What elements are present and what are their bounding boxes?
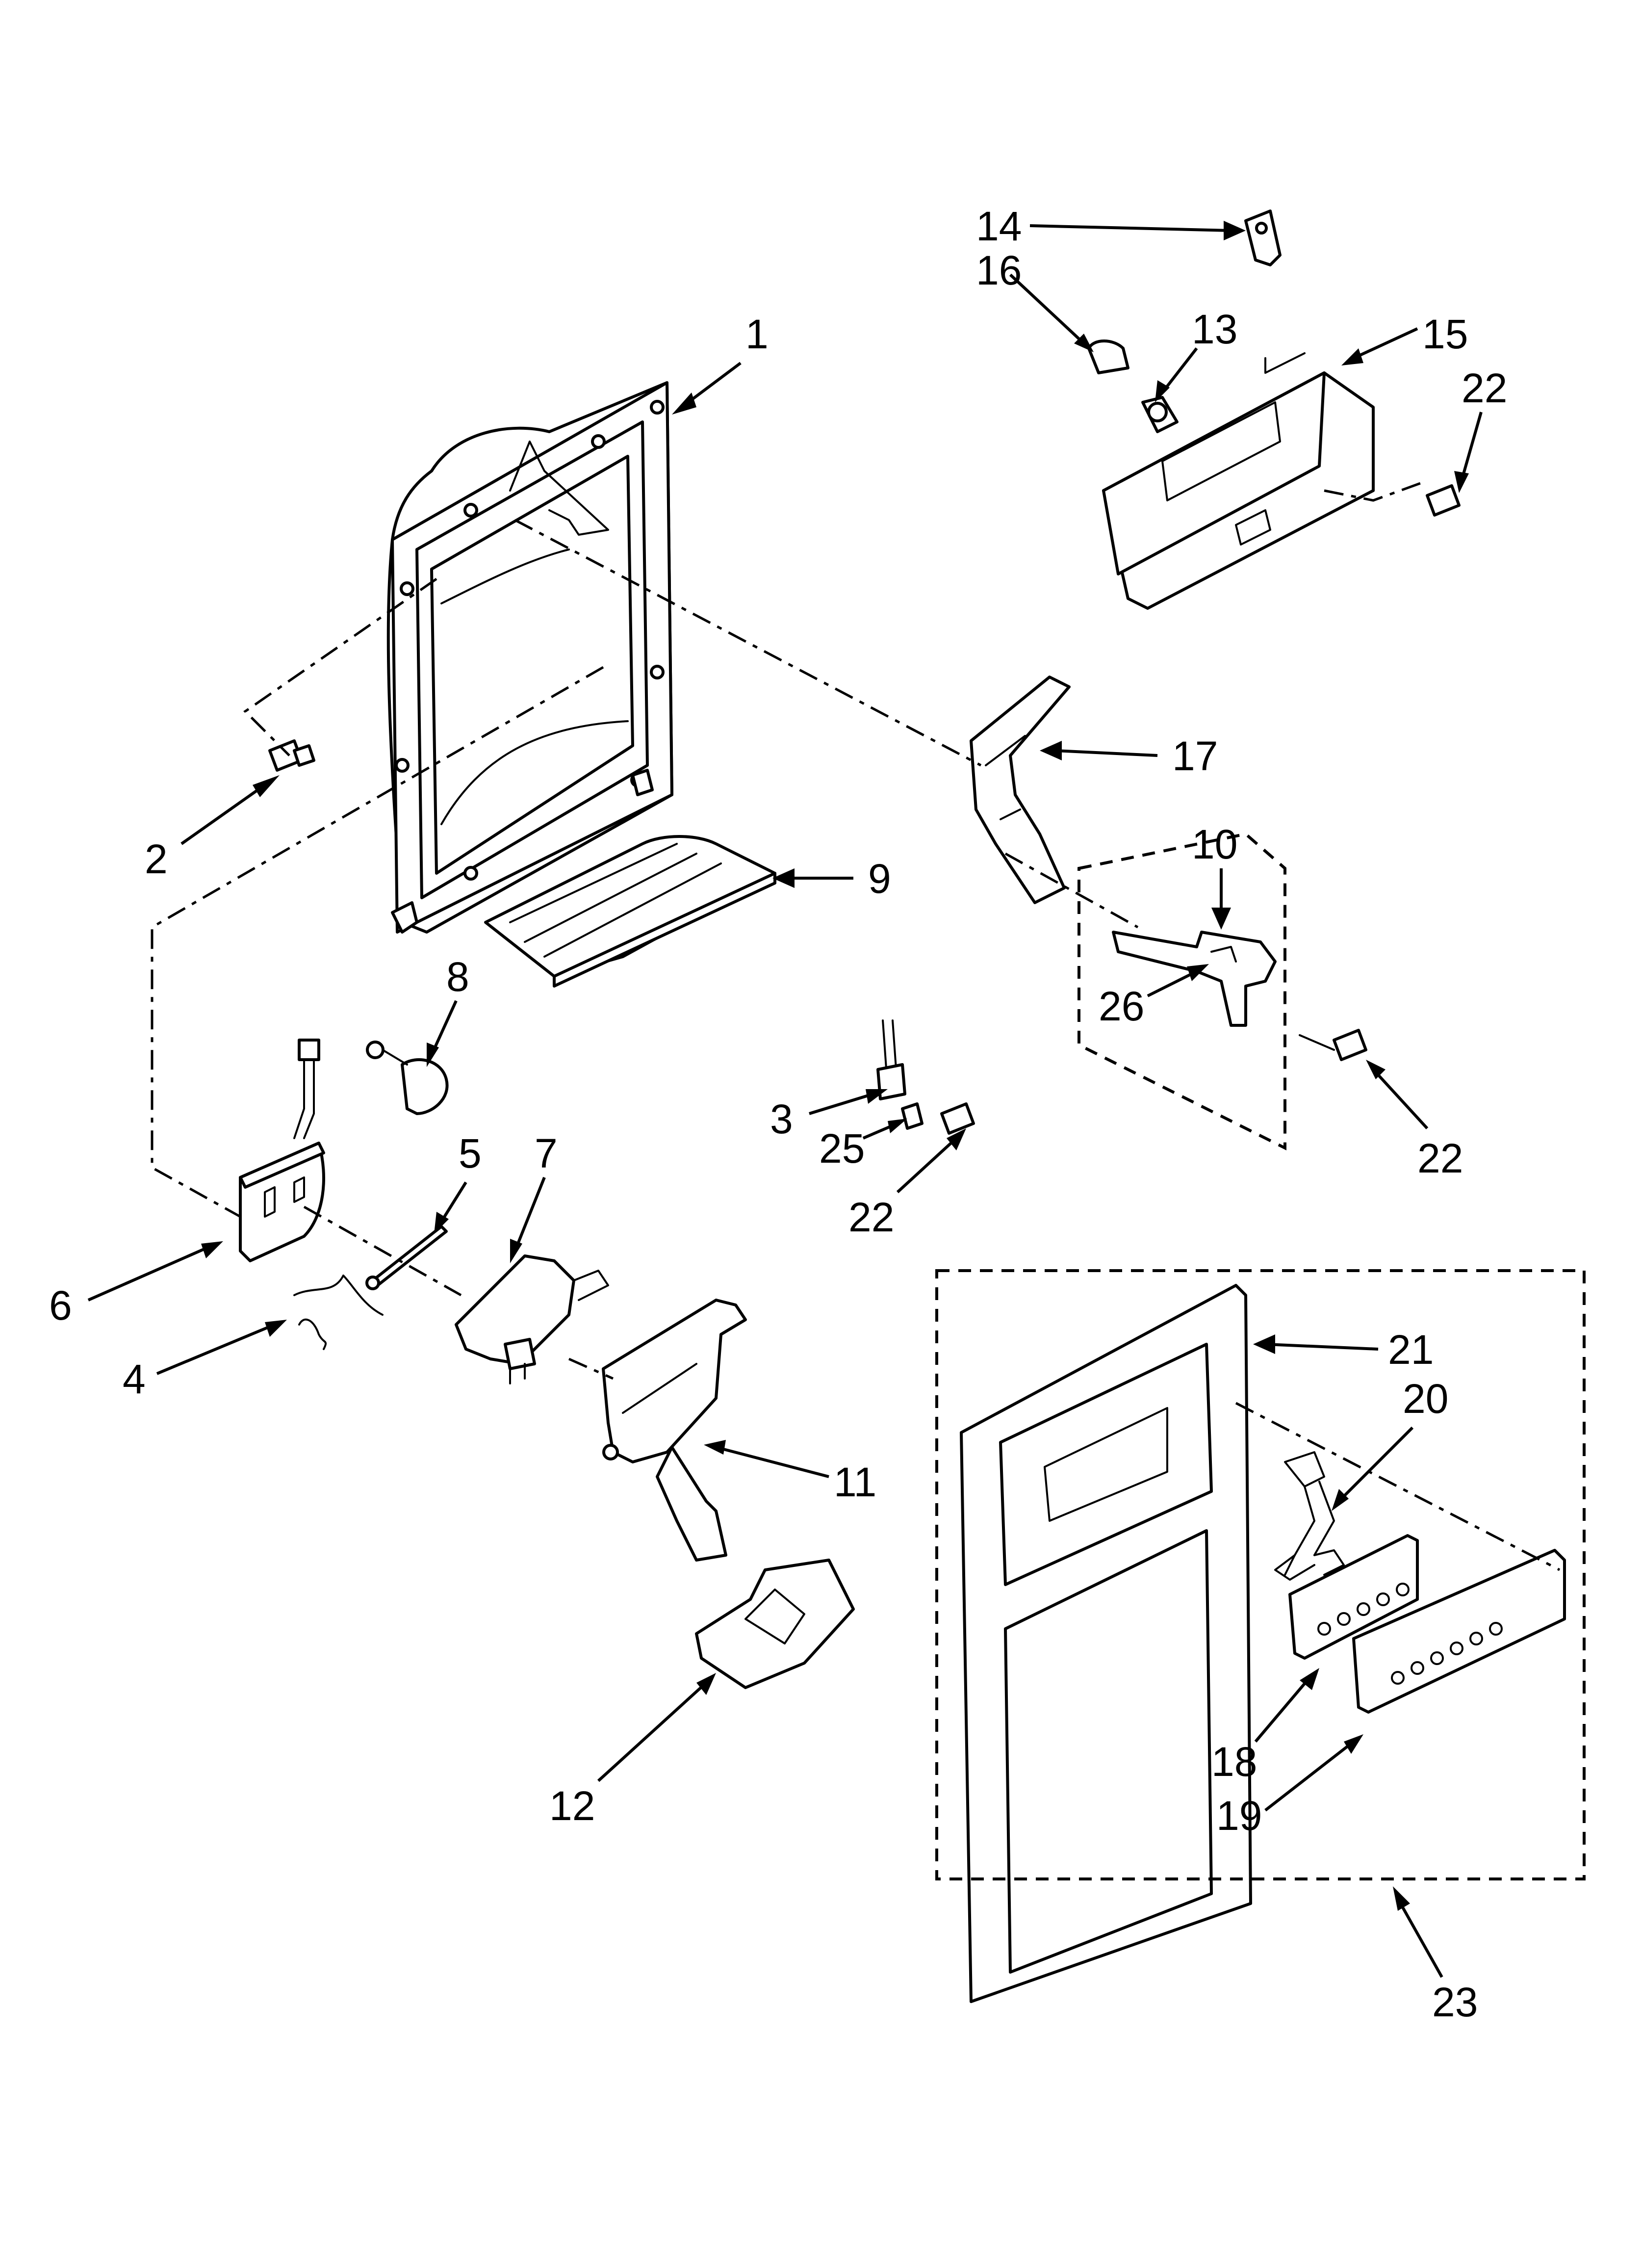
part-20-wire-harness — [1274, 1451, 1345, 1581]
part-18-control-board — [1288, 1534, 1419, 1660]
part-5-pin — [365, 1225, 448, 1290]
callout-23: 23 — [1432, 1979, 1478, 2025]
part-16-bulb — [1087, 339, 1129, 374]
callout-1: 1 — [745, 311, 769, 357]
callout-13: 13 — [1192, 306, 1237, 352]
callout-4: 4 — [123, 1356, 146, 1402]
callout-7: 7 — [535, 1130, 558, 1176]
callout-10: 10 — [1192, 821, 1237, 867]
part-9-drip-tray — [484, 835, 776, 988]
part-13-socket — [1141, 396, 1179, 433]
callout-12: 12 — [549, 1783, 595, 1829]
callout-18: 18 — [1211, 1739, 1257, 1785]
part-21-front-panel — [960, 1284, 1252, 2003]
part-17-actuator — [970, 676, 1071, 904]
part-2-screw — [268, 739, 315, 772]
callout-11: 11 — [834, 1459, 876, 1505]
part-19-overlay — [1352, 1549, 1566, 1714]
callout-2: 2 — [145, 836, 168, 882]
callout-15: 15 — [1422, 311, 1468, 357]
callout-8: 8 — [446, 954, 469, 1000]
part-12-ice-chute — [695, 1559, 855, 1689]
part-3-clip — [876, 1019, 906, 1100]
callout-16: 16 — [976, 247, 1022, 293]
callout-6: 6 — [49, 1282, 72, 1329]
leaders — [87, 221, 1483, 1978]
part-22-screw-middle — [940, 1102, 975, 1135]
part-6-solenoid — [239, 1039, 325, 1262]
part-15-light-housing — [1102, 352, 1375, 610]
callout-9: 9 — [868, 856, 891, 902]
callout-25: 25 — [819, 1125, 865, 1172]
callout-14: 14 — [976, 203, 1022, 249]
part-22-screw-upper — [1426, 484, 1461, 517]
callout-17: 17 — [1172, 733, 1218, 779]
callout-5: 5 — [459, 1130, 482, 1176]
part-4-spring — [293, 1275, 384, 1350]
part-1-housing-frame — [386, 381, 673, 934]
callout-26: 26 — [1099, 983, 1144, 1029]
part-7-pivot-bracket — [455, 1254, 609, 1384]
part-25-spacer — [901, 1102, 924, 1130]
callout-3: 3 — [770, 1096, 793, 1142]
callout-labels: 1 2 3 4 5 6 7 8 9 10 11 12 13 14 15 16 1… — [49, 203, 1507, 2025]
callout-22-middle: 22 — [848, 1194, 894, 1240]
part-11-chute-lever — [602, 1299, 747, 1562]
part-8-damper — [366, 1041, 449, 1115]
part-22-screw-right — [1299, 1029, 1367, 1061]
part-14-bracket — [1244, 209, 1282, 266]
callout-20: 20 — [1403, 1376, 1448, 1422]
callout-19: 19 — [1216, 1793, 1262, 1839]
assembly-lines — [151, 479, 1586, 1880]
callout-22-upper: 22 — [1462, 365, 1507, 411]
callout-22-right: 22 — [1417, 1135, 1463, 1181]
callout-21: 21 — [1388, 1327, 1434, 1373]
